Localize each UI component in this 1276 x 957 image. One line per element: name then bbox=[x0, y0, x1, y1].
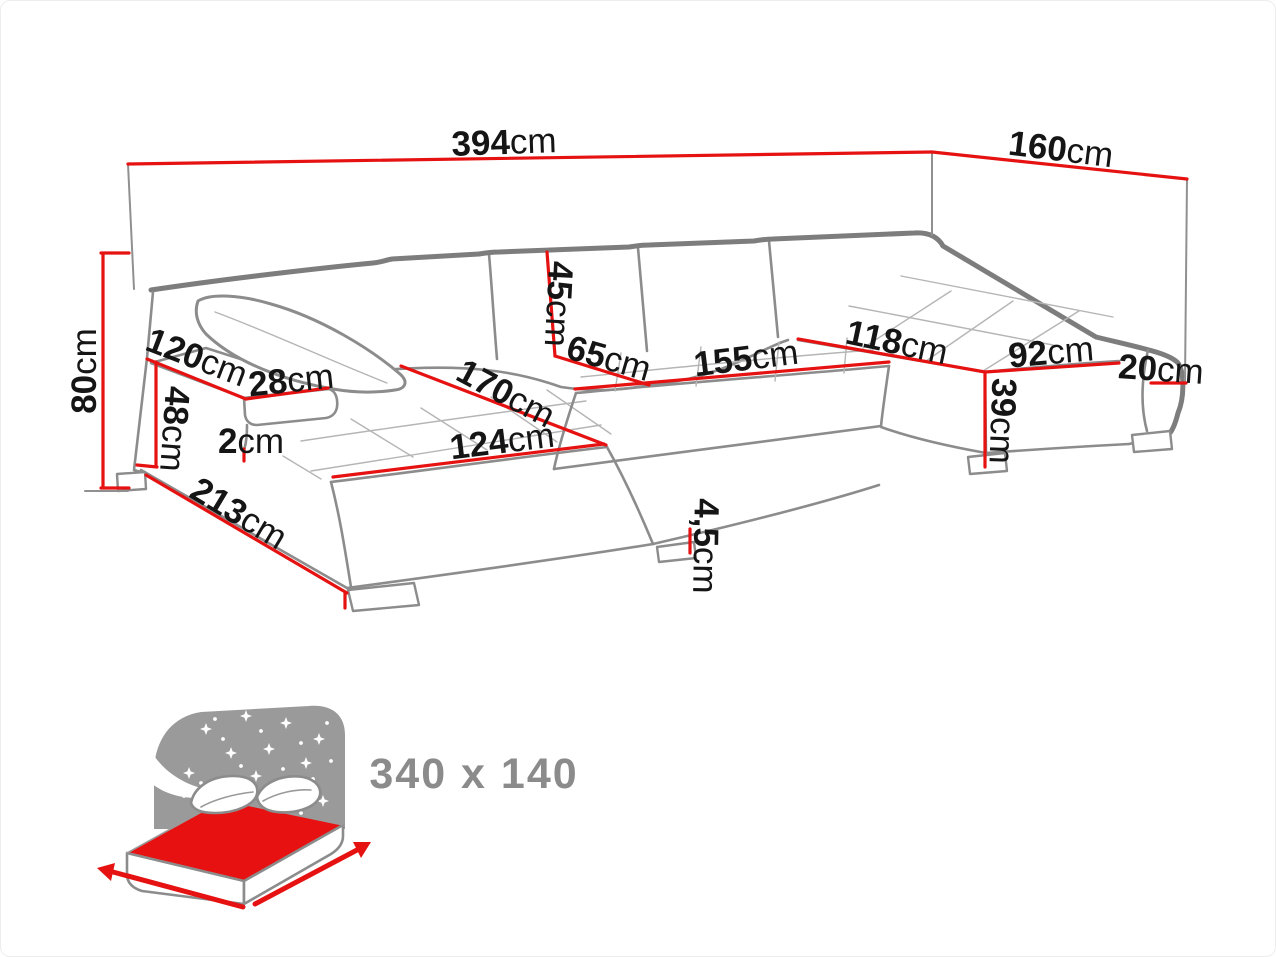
line-total-height bbox=[99, 251, 131, 490]
line-armrest-height bbox=[135, 360, 159, 469]
dimension-label-chaise-seat-width: 124cm bbox=[448, 416, 557, 468]
middle-seat bbox=[552, 337, 891, 471]
dimension-label-total-depth: 160cm bbox=[1006, 124, 1115, 176]
sleep-function-icon bbox=[97, 705, 371, 910]
line-backrest-height bbox=[545, 250, 557, 358]
sofa-drawing bbox=[115, 230, 1186, 613]
line-chaise-seat-width bbox=[331, 442, 606, 479]
line-armrest-length bbox=[145, 357, 248, 401]
sofa-back-frame bbox=[148, 230, 1186, 437]
dimension-label-armrest-width: 28cm bbox=[246, 357, 335, 405]
dimension-label-backrest-height: 45cm bbox=[537, 260, 580, 348]
left-chaise bbox=[139, 389, 881, 590]
moon-icon bbox=[140, 743, 231, 798]
dimension-label-right-chaise-width: 92cm bbox=[1007, 329, 1096, 375]
stars bbox=[182, 710, 333, 815]
line-right-chaise-width bbox=[983, 361, 1121, 374]
dimension-label-armrest-seat-gap: 2cm bbox=[218, 422, 284, 461]
dimension-label-total-width: 394cm bbox=[451, 121, 557, 164]
sofa-feet bbox=[115, 429, 1174, 613]
dimension-label-middle-seat-width: 155cm bbox=[692, 333, 801, 385]
dimension-label-right-armrest-width: 20cm bbox=[1117, 347, 1205, 392]
line-total-width bbox=[126, 150, 934, 166]
dimension-labels: 394cm 160cm 80cm 120cm 28cm 48cm 2cm 213… bbox=[65, 121, 1205, 594]
dimension-lines bbox=[99, 150, 1189, 610]
sleeping-area-label: 340 x 140 bbox=[369, 750, 578, 798]
pillow-right bbox=[255, 775, 322, 814]
line-middle-seat-width bbox=[573, 360, 891, 391]
line-chaise-seat-length bbox=[399, 364, 608, 447]
dimension-guides bbox=[84, 151, 1188, 492]
armrest-pillow bbox=[194, 294, 407, 394]
bed-size-arrows bbox=[97, 842, 371, 910]
mattress-top bbox=[127, 800, 343, 881]
line-seat-depth bbox=[553, 354, 651, 387]
line-right-chaise-length bbox=[796, 337, 987, 374]
line-chaise-length bbox=[144, 473, 349, 610]
dimension-label-base-height: 4,5cm bbox=[685, 498, 726, 594]
line-armrest-width bbox=[244, 386, 330, 401]
dimension-label-chaise-length: 213cm bbox=[184, 470, 294, 558]
dimension-label-armrest-height: 48cm bbox=[152, 385, 197, 473]
dimension-label-seat-depth: 65cm bbox=[562, 328, 655, 389]
dimension-label-total-height: 80cm bbox=[65, 328, 104, 414]
line-total-depth bbox=[930, 150, 1189, 181]
dimension-label-seat-height: 39cm bbox=[982, 378, 1024, 465]
